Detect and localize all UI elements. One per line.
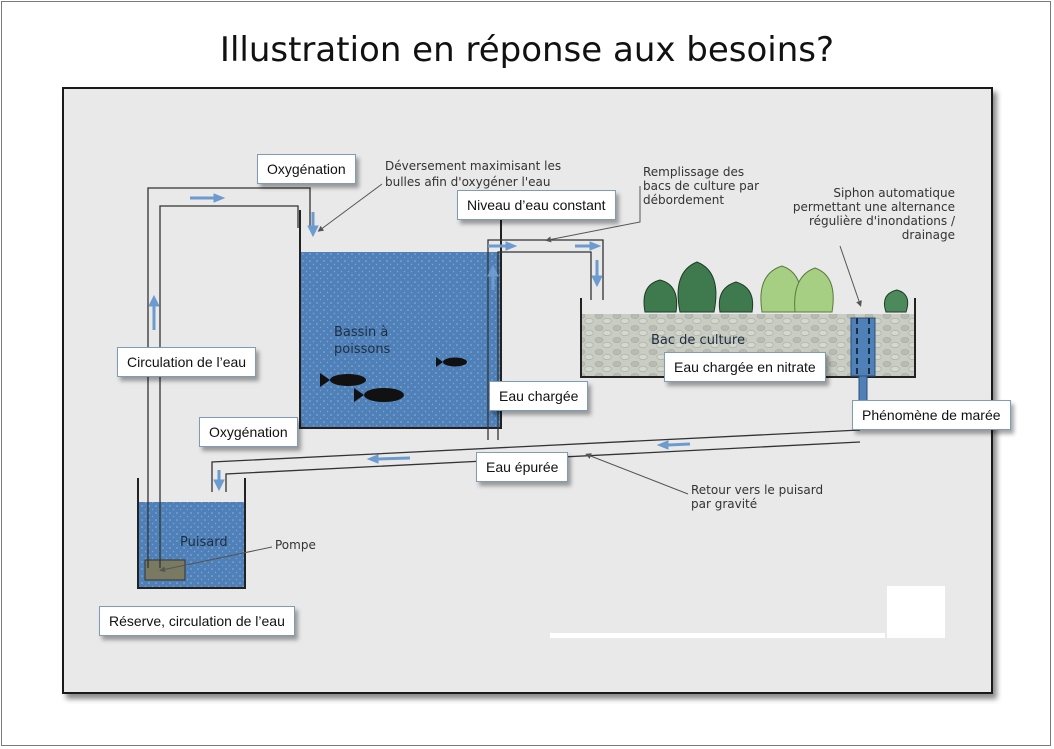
callout-eau-chargee: Eau chargée — [489, 381, 589, 411]
plants-group — [643, 261, 909, 313]
tank-label-bac: Bac de culture — [651, 333, 745, 348]
fish-icon — [354, 388, 404, 402]
note-siphon-line4: drainage — [902, 228, 955, 242]
lettuce-icon — [760, 265, 834, 313]
note-pompe: Pompe — [275, 538, 316, 552]
arrow-up-icon — [148, 294, 160, 307]
lettuce-icon — [643, 261, 754, 313]
tank-label-puisard: Puisard — [180, 535, 228, 550]
slide-title: Illustration en réponse aux besoins? — [219, 30, 835, 70]
callout-eau-epuree: Eau épurée — [476, 452, 569, 482]
callout-oxygenation-top: Oxygénation — [257, 154, 356, 184]
tank-label-bassin-line2: poissons — [334, 342, 391, 357]
arrow-left-icon — [366, 454, 379, 464]
fish-icon — [320, 373, 366, 387]
arrow-down-icon — [591, 275, 603, 288]
blank-strip — [550, 633, 885, 638]
leader-lines — [159, 183, 862, 573]
note-siphon-line3: régulière d'inondations / — [809, 214, 956, 228]
siphon-icon — [850, 317, 876, 405]
arrow-right-icon — [505, 241, 518, 251]
seedling-icon — [883, 289, 909, 313]
arrow-right-icon — [213, 193, 226, 203]
callout-circulation: Circulation de l’eau — [117, 347, 257, 377]
note-siphon-line1: Siphon automatique — [833, 186, 955, 200]
callout-reserve: Réserve, circulation de l’eau — [99, 606, 295, 636]
callout-maree: Phénomène de marée — [852, 400, 1011, 430]
arrow-down-icon — [307, 225, 319, 238]
arrow-left-icon — [667, 442, 691, 447]
note-remplissage-line3: débordement — [643, 193, 724, 207]
arrow-left-icon — [377, 456, 411, 461]
tank-label-bassin-line1: Bassin à — [334, 325, 388, 340]
fish-icon-group — [320, 357, 467, 402]
note-siphon-line2: permettant une alternance — [793, 200, 955, 214]
callout-eau-nitrate: Eau chargée en nitrate — [664, 352, 826, 382]
pump-icon — [144, 559, 186, 581]
note-retour-line2: par gravité — [691, 497, 757, 511]
fish-tank — [299, 210, 502, 429]
note-remplissage-line2: bacs de culture par — [643, 179, 759, 193]
note-deversement-line1: Déversement maximisant les — [385, 159, 561, 173]
arrow-left-icon — [656, 440, 669, 450]
note-retour-line1: Retour vers le puisard — [691, 483, 823, 497]
arrow-down-icon — [487, 264, 499, 277]
fish-icon — [436, 357, 467, 367]
note-remplissage-line1: Remplissage des — [643, 165, 744, 179]
arrow-down-icon — [213, 479, 225, 492]
callout-niveau-eau: Niveau d’eau constant — [457, 190, 616, 220]
blank-patch — [887, 586, 945, 638]
arrow-right-icon — [589, 241, 602, 251]
callout-oxygenation-bottom: Oxygénation — [199, 417, 298, 447]
note-deversement-line2: bulles afin d'oxygéner l'eau — [385, 175, 550, 189]
flow-arrows — [148, 193, 691, 492]
